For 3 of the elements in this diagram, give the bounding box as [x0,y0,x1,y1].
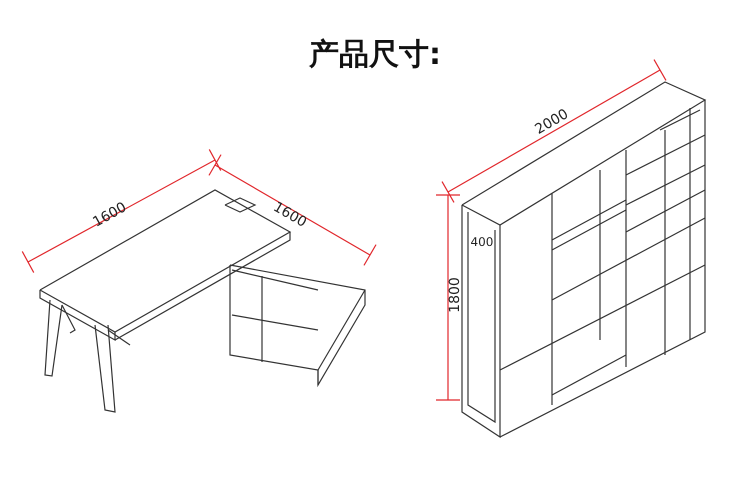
dimension-label: 1800 [448,277,462,313]
dimension-label: 400 [470,236,494,248]
title: 产品尺寸: [308,36,442,74]
